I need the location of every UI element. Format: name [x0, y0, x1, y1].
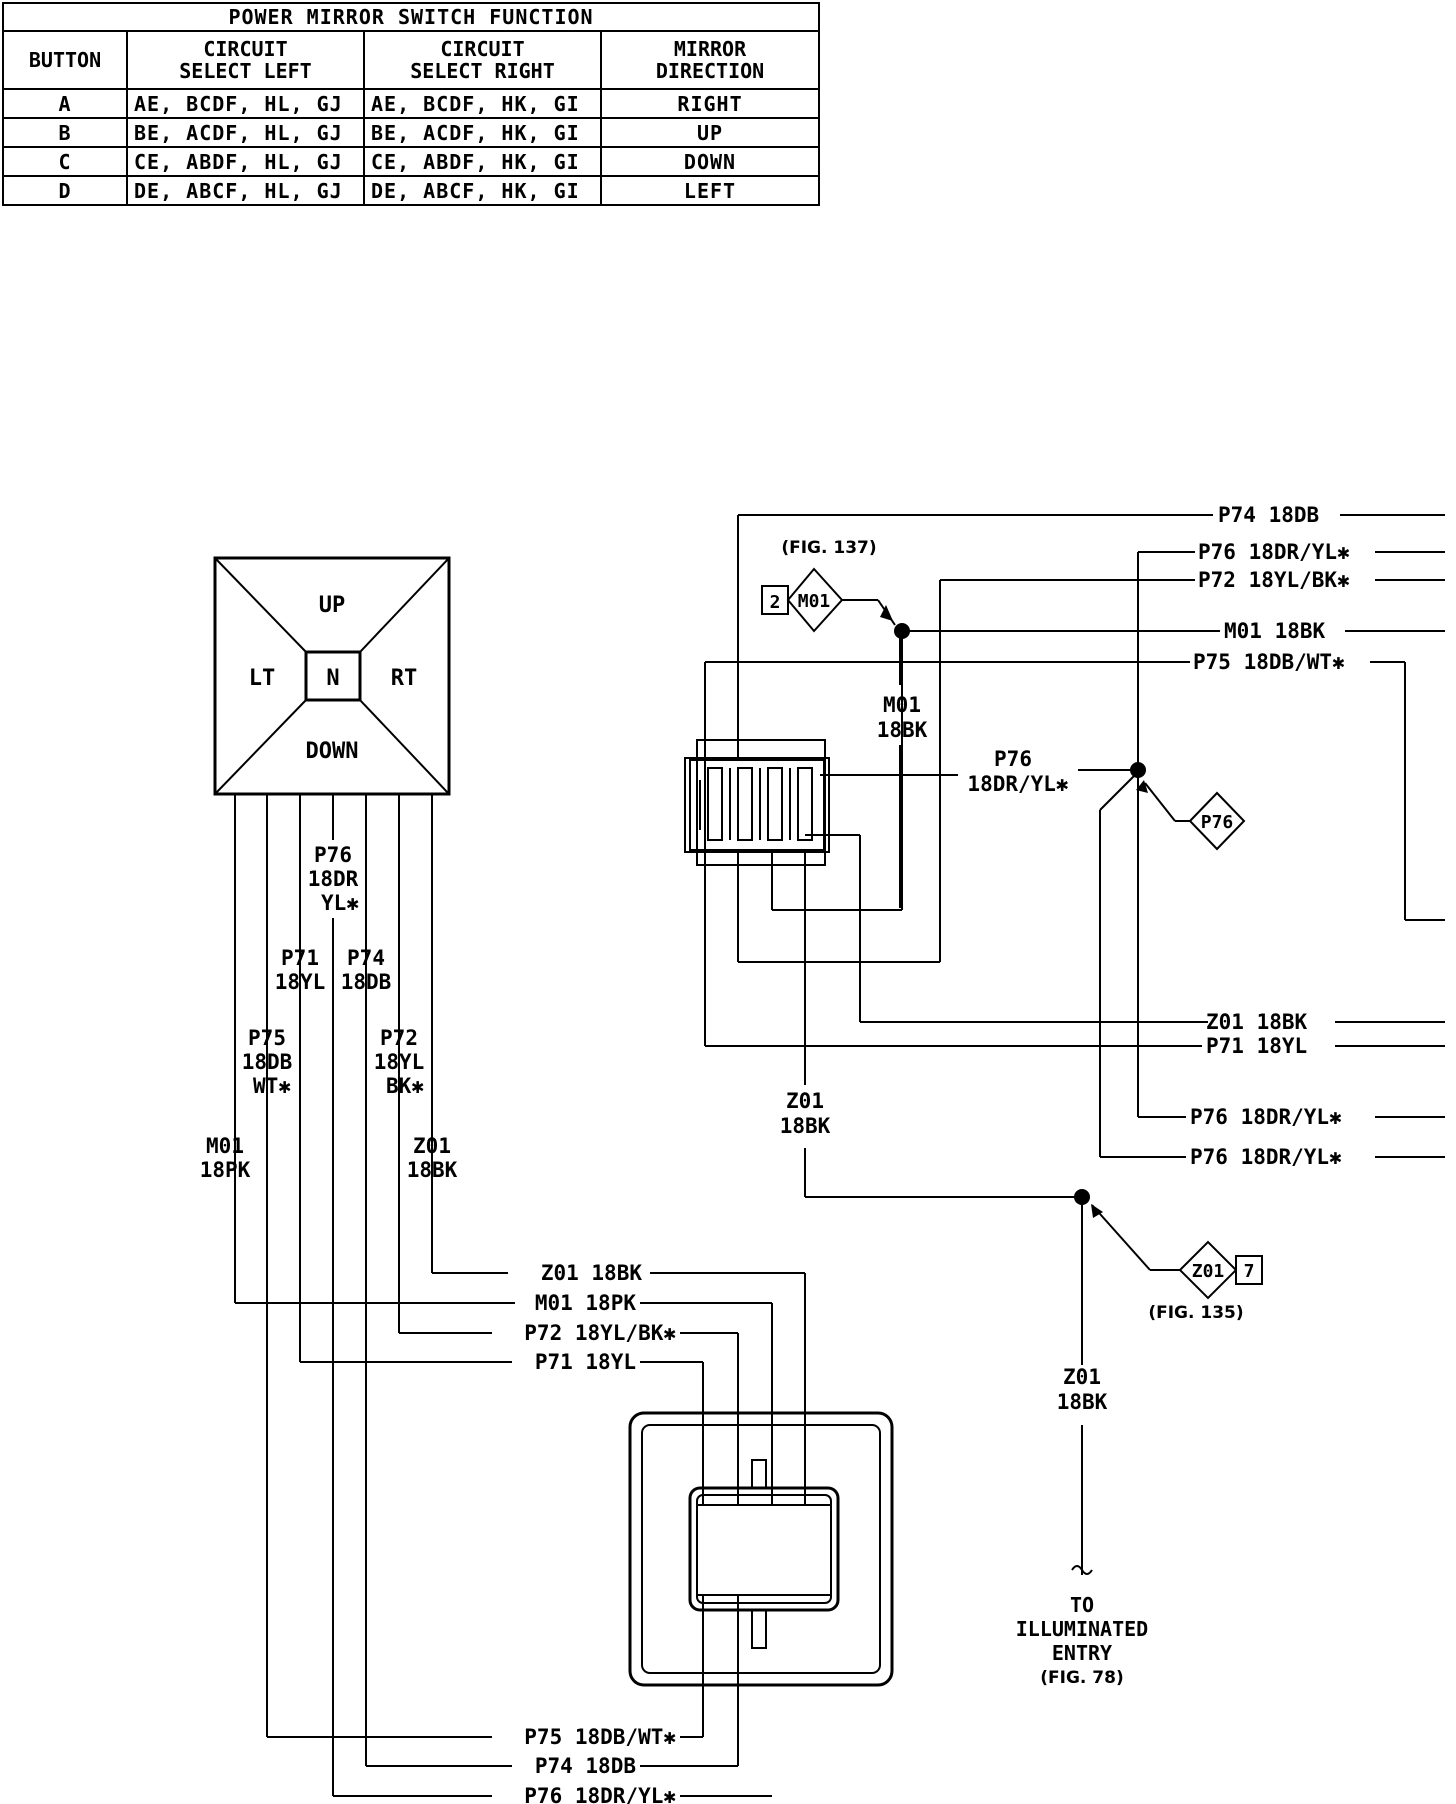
- wire-label: P71 18YL: [535, 1350, 636, 1374]
- z01-connector-number-box: [1235, 1255, 1263, 1285]
- wire-label: P72 18YL/BK✱: [1198, 568, 1350, 592]
- mirror-connector: [628, 1411, 894, 1687]
- m01-connector-number: 2: [770, 592, 781, 613]
- break-icon: [1071, 1565, 1093, 1575]
- cell-button: A: [2, 88, 128, 119]
- header-circuit-left: CIRCUIT SELECT LEFT: [126, 30, 365, 90]
- table-row: B BE, ACDF, HL, GJ BE, ACDF, HK, GI UP: [2, 117, 821, 148]
- wire-label: P75 18DB/WT✱: [524, 1725, 676, 1749]
- destination-line: TO: [1070, 1593, 1094, 1617]
- wire-label: 18YL: [374, 1050, 425, 1074]
- wire-label: 18DB: [242, 1050, 293, 1074]
- p76-connector-diamond: [1188, 791, 1246, 851]
- wire-label: P74 18DB: [1218, 503, 1319, 527]
- cell-direction: LEFT: [599, 175, 821, 206]
- wire-label: 18BK: [780, 1114, 831, 1138]
- switch-right-label: RT: [391, 666, 418, 691]
- cell-circuit-left: CE, ABDF, HL, GJ: [126, 146, 365, 177]
- arrow-icon: [1091, 1204, 1103, 1218]
- mirror-switch: [213, 556, 451, 796]
- wire-label: WT✱: [253, 1074, 291, 1098]
- z01-connector-tag: Z01: [1192, 1261, 1225, 1282]
- wire-label: P76: [314, 843, 352, 867]
- z01-fig-ref: (FIG. 135): [1148, 1303, 1243, 1323]
- destination-line: ENTRY: [1052, 1641, 1112, 1665]
- wire-label: P76: [994, 747, 1032, 771]
- splice-m01: [894, 623, 910, 639]
- wire-label: M01: [883, 693, 921, 717]
- splice-z01: [1074, 1189, 1090, 1205]
- wire-label: 18DR/YL✱: [967, 772, 1069, 796]
- switch-function-table: POWER MIRROR SWITCH FUNCTION BUTTON CIRC…: [1, 2, 821, 206]
- wire-label: P72: [380, 1026, 418, 1050]
- wire-label: P74: [347, 946, 385, 970]
- m01-connector-diamond: [786, 567, 844, 633]
- destination-line: ILLUMINATED: [1016, 1617, 1148, 1641]
- wire-label: P75: [248, 1026, 286, 1050]
- wire-label: 18BK: [1057, 1390, 1108, 1414]
- cell-direction: UP: [599, 117, 821, 148]
- m01-connector-number-box: [761, 585, 789, 615]
- z01-connector-number: 7: [1244, 1261, 1255, 1282]
- wire-label: P76 18DR/YL✱: [1190, 1105, 1342, 1129]
- cell-button: C: [2, 146, 128, 177]
- cell-circuit-right: DE, ABCF, HK, GI: [363, 175, 602, 206]
- table-title: POWER MIRROR SWITCH FUNCTION: [1, 2, 821, 32]
- p76-connector-tag: P76: [1201, 812, 1234, 833]
- cell-button: B: [2, 117, 128, 148]
- cell-circuit-right: CE, ABDF, HK, GI: [363, 146, 602, 177]
- wire-label: BK✱: [386, 1074, 424, 1098]
- arrow-icon: [880, 605, 893, 621]
- cell-circuit-left: DE, ABCF, HL, GJ: [126, 175, 365, 206]
- function-table: POWER MIRROR SWITCH FUNCTION BUTTON CIRC…: [1, 2, 821, 206]
- header-mirror-direction: MIRROR DIRECTION: [599, 30, 821, 90]
- table-row: D DE, ABCF, HL, GJ DE, ABCF, HK, GI LEFT: [2, 175, 821, 206]
- cell-circuit-right: BE, ACDF, HK, GI: [363, 117, 602, 148]
- switch-connector: [684, 739, 830, 866]
- wire-label: 18PK: [200, 1158, 251, 1182]
- wire-label: Z01 18BK: [1206, 1010, 1308, 1034]
- wire-label: M01 18PK: [535, 1291, 637, 1315]
- wire-label: P76 18DR/YL✱: [1198, 540, 1350, 564]
- wire-label: 18BK: [877, 718, 928, 742]
- cell-circuit-left: AE, BCDF, HL, GJ: [126, 88, 365, 119]
- header-circuit-right: CIRCUIT SELECT RIGHT: [363, 30, 602, 90]
- wire-label: Z01: [1063, 1365, 1101, 1389]
- cell-direction: RIGHT: [599, 88, 821, 119]
- switch-down-label: DOWN: [306, 739, 359, 764]
- splice-p76: [1130, 762, 1146, 778]
- wire-label: 18DR: [308, 867, 359, 891]
- wire-label: P71: [281, 946, 319, 970]
- cell-circuit-right: AE, BCDF, HK, GI: [363, 88, 602, 119]
- wire-label: Z01 18BK: [541, 1261, 643, 1285]
- cell-button: D: [2, 175, 128, 206]
- wire-label: YL✱: [321, 891, 359, 915]
- wire-label: 18DB: [341, 970, 392, 994]
- wire-label: M01: [206, 1134, 244, 1158]
- wire-label: 18BK: [407, 1158, 458, 1182]
- arrow-icon: [1136, 780, 1148, 793]
- switch-neutral-label: N: [326, 666, 339, 691]
- switch-up-label: UP: [319, 593, 346, 618]
- wire-label: P75 18DB/WT✱: [1193, 650, 1345, 674]
- wire-label: P74 18DB: [535, 1754, 636, 1778]
- wire-label: Z01: [413, 1134, 451, 1158]
- table-row: A AE, BCDF, HL, GJ AE, BCDF, HK, GI RIGH…: [2, 88, 821, 119]
- cell-direction: DOWN: [599, 146, 821, 177]
- m01-connector-tag: M01: [798, 591, 831, 612]
- wire-label: P71 18YL: [1206, 1034, 1307, 1058]
- destination-fig-ref: (FIG. 78): [1040, 1668, 1123, 1688]
- wire-label: P76 18DR/YL✱: [1190, 1145, 1342, 1169]
- wire-label: Z01: [786, 1089, 824, 1113]
- wire-label: 18YL: [275, 970, 326, 994]
- m01-fig-ref: (FIG. 137): [781, 538, 876, 558]
- table-row: C CE, ABDF, HL, GJ CE, ABDF, HK, GI DOWN: [2, 146, 821, 177]
- wire-label: P72 18YL/BK✱: [524, 1321, 676, 1345]
- wire-label: M01 18BK: [1224, 619, 1326, 643]
- switch-left-label: LT: [249, 666, 276, 691]
- cell-circuit-left: BE, ACDF, HL, GJ: [126, 117, 365, 148]
- header-button: BUTTON: [2, 30, 128, 90]
- wire-label: P76 18DR/YL✱: [524, 1784, 676, 1804]
